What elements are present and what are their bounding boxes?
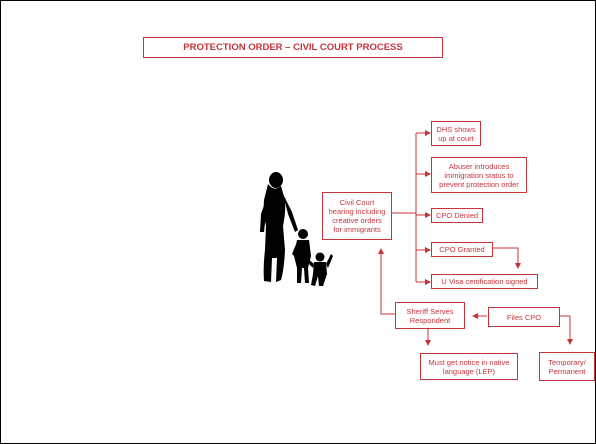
arrow-granted-to-uvisa <box>493 247 521 269</box>
node-cpo-denied: CPO Denied <box>431 208 483 223</box>
node-dhs: DHS shows up at court <box>431 121 481 146</box>
arrow-files-to-temporary <box>560 315 573 345</box>
node-cpo-granted: CPO Granted <box>431 242 493 257</box>
arrow-sheriff-to-court <box>378 248 395 315</box>
node-civil-court: Civil Court hearing including creative o… <box>322 192 392 240</box>
node-u-visa: U Visa certification signed <box>431 274 538 289</box>
node-abuser: Abuser introduces immigration status to … <box>431 157 527 193</box>
node-temporary: Temporary/ Permanent <box>539 352 595 381</box>
node-sheriff: Sheriff Serves Respondent <box>395 302 465 329</box>
node-notice: Must get notice in native language (LEP) <box>420 353 518 380</box>
diagram-title: PROTECTION ORDER – CIVIL COURT PROCESS <box>143 37 443 58</box>
node-files-cpo: Files CPO <box>488 307 560 327</box>
family-silhouette-icon <box>260 172 333 286</box>
